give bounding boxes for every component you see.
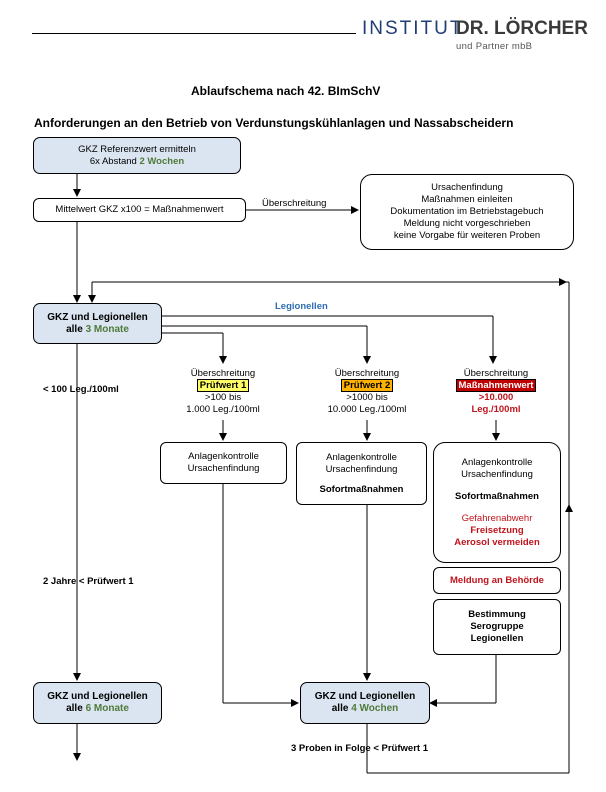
gkz-3-monate-prefix: alle [66, 323, 86, 335]
anlagen3-line3: Sofortmaßnahmen [455, 490, 539, 502]
logo-institut-text: INSTITUT [362, 18, 464, 39]
logo-name-text: DR. LÖRCHER [456, 18, 588, 39]
page-title: Ablaufschema nach 42. BImSchV [191, 84, 381, 98]
serogruppe-box: Bestimmung Serogruppe Legionellen [433, 599, 561, 655]
logo-sub-text: und Partner mbB [456, 41, 533, 52]
gkz-3-monate-interval: 3 Monate [85, 323, 129, 335]
pruefwert1-tag: Prüfwert 1 [196, 379, 250, 392]
drei-proben-label: 3 Proben in Folge < Prüfwert 1 [291, 743, 428, 754]
gkz-reference-interval: 2 Wochen [139, 155, 185, 167]
meldung-text: Meldung an Behörde [450, 574, 544, 586]
gkz-reference-count: 6x Abstand [89, 155, 140, 167]
page-subtitle: Anforderungen an den Betrieb von Verduns… [34, 116, 514, 130]
serogruppe-line3: Legionellen [470, 633, 524, 644]
gkz-reference-box: GKZ Referenzwert ermitteln 6x Abstand 2 … [33, 137, 241, 174]
anlagen3-line6: Aerosol vermeiden [454, 536, 540, 548]
branch-pruefwert2: Überschreitung Prüfwert 2 >1000 bis 10.0… [307, 368, 427, 416]
ursachen-box: Ursachenfindung Maßnahmen einleiten Doku… [360, 174, 574, 250]
branch2-line1: >1000 bis [346, 392, 388, 403]
lt100-label: < 100 Leg./100ml [43, 384, 119, 395]
anlagen3-line5: Freisetzung [470, 524, 524, 536]
branch1-tag-wrap: Prüfwert 1 [163, 379, 283, 392]
serogruppe-line1: Bestimmung [468, 609, 526, 620]
gkz-4-wochen-line2: alle 4 Wochen [332, 703, 399, 715]
gkz-4-wochen-line1: GKZ und Legionellen [314, 691, 416, 702]
branch2-head: Überschreitung [334, 368, 400, 379]
branch2-tag-wrap: Prüfwert 2 [307, 379, 427, 392]
anlagen-box-2: Anlagenkontrolle Ursachenfindung Sofortm… [296, 442, 427, 505]
mittelwert-text: Mittelwert GKZ x100 = Maßnahmenwert [55, 204, 224, 215]
zwei-jahre-label: 2 Jahre < Prüfwert 1 [43, 576, 134, 587]
anlagen2-line2: Ursachenfindung [325, 463, 398, 475]
gkz-reference-line2: 6x Abstand 2 Wochen [90, 156, 184, 168]
anlagen2-line1: Anlagenkontrolle [326, 451, 397, 463]
branch3-line1: >10.000 [478, 392, 514, 403]
gkz-6-monate-prefix: alle [66, 703, 86, 714]
anlagen1-line2: Ursachenfindung [187, 463, 260, 474]
branch2-line2: 10.000 Leg./100ml [327, 404, 407, 415]
ursachen-line4: Meldung nicht vorgeschrieben [403, 218, 531, 229]
ursachen-line5: keine Vorgabe für weiteren Proben [393, 230, 541, 241]
anlagen3-line2: Ursachenfindung [461, 468, 533, 480]
massnahmenwert-tag: Maßnahmenwert [455, 379, 537, 392]
branch3-head: Überschreitung [463, 368, 529, 379]
branch-pruefwert1: Überschreitung Prüfwert 1 >100 bis 1.000… [163, 368, 283, 416]
legionellen-label: Legionellen [275, 301, 328, 312]
branch-massnahmenwert: Überschreitung Maßnahmenwert >10.000 Leg… [436, 368, 556, 416]
gkz-4-wochen-prefix: alle [331, 703, 352, 714]
gkz-3-monate-box: GKZ und Legionellen alle 3 Monate [33, 303, 162, 344]
gkz-4-wochen-interval: 4 Wochen [351, 703, 399, 714]
anlagen1-line1: Anlagenkontrolle [188, 451, 259, 462]
branch3-line2: Leg./100ml [471, 404, 521, 415]
ursachen-line3: Dokumentation im Betriebstagebuch [390, 206, 544, 217]
pruefwert2-tag: Prüfwert 2 [340, 379, 394, 392]
anlagen3-line4: Gefahrenabwehr [461, 512, 533, 524]
anlagen2-line3: Sofortmaßnahmen [319, 483, 404, 495]
branch1-line1: >100 bis [204, 392, 242, 403]
gkz-6-monate-box: GKZ und Legionellen alle 6 Monate [33, 682, 162, 724]
serogruppe-line2: Serogruppe [470, 621, 524, 632]
gkz-3-monate-line1: GKZ und Legionellen [47, 311, 148, 323]
header-rule [32, 33, 356, 34]
anlagen-box-1: Anlagenkontrolle Ursachenfindung [160, 442, 287, 484]
gkz-3-monate-line2: alle 3 Monate [66, 324, 129, 336]
gkz-reference-line1: GKZ Referenzwert ermitteln [78, 143, 196, 155]
mittelwert-box: Mittelwert GKZ x100 = Maßnahmenwert [33, 198, 246, 222]
branch1-line2: 1.000 Leg./100ml [186, 404, 260, 415]
gkz-4-wochen-box: GKZ und Legionellen alle 4 Wochen [300, 682, 430, 724]
anlagen3-line1: Anlagenkontrolle [461, 456, 533, 468]
anlagen-box-3: Anlagenkontrolle Ursachenfindung Sofortm… [433, 442, 561, 563]
ursachen-line1: Ursachenfindung [431, 182, 503, 193]
gkz-6-monate-interval: 6 Monate [85, 703, 129, 714]
branch3-tag-wrap: Maßnahmenwert [436, 379, 556, 392]
meldung-box: Meldung an Behörde [433, 567, 561, 594]
ursachen-line2: Maßnahmen einleiten [421, 194, 513, 205]
branch1-head: Überschreitung [190, 368, 256, 379]
institute-logo: INSTITUT DR. LÖRCHER und Partner mbB [362, 14, 592, 54]
gkz-6-monate-line2: alle 6 Monate [66, 703, 129, 715]
gkz-6-monate-line1: GKZ und Legionellen [47, 691, 148, 702]
ueberschreitung-top-label: Überschreitung [262, 198, 327, 209]
